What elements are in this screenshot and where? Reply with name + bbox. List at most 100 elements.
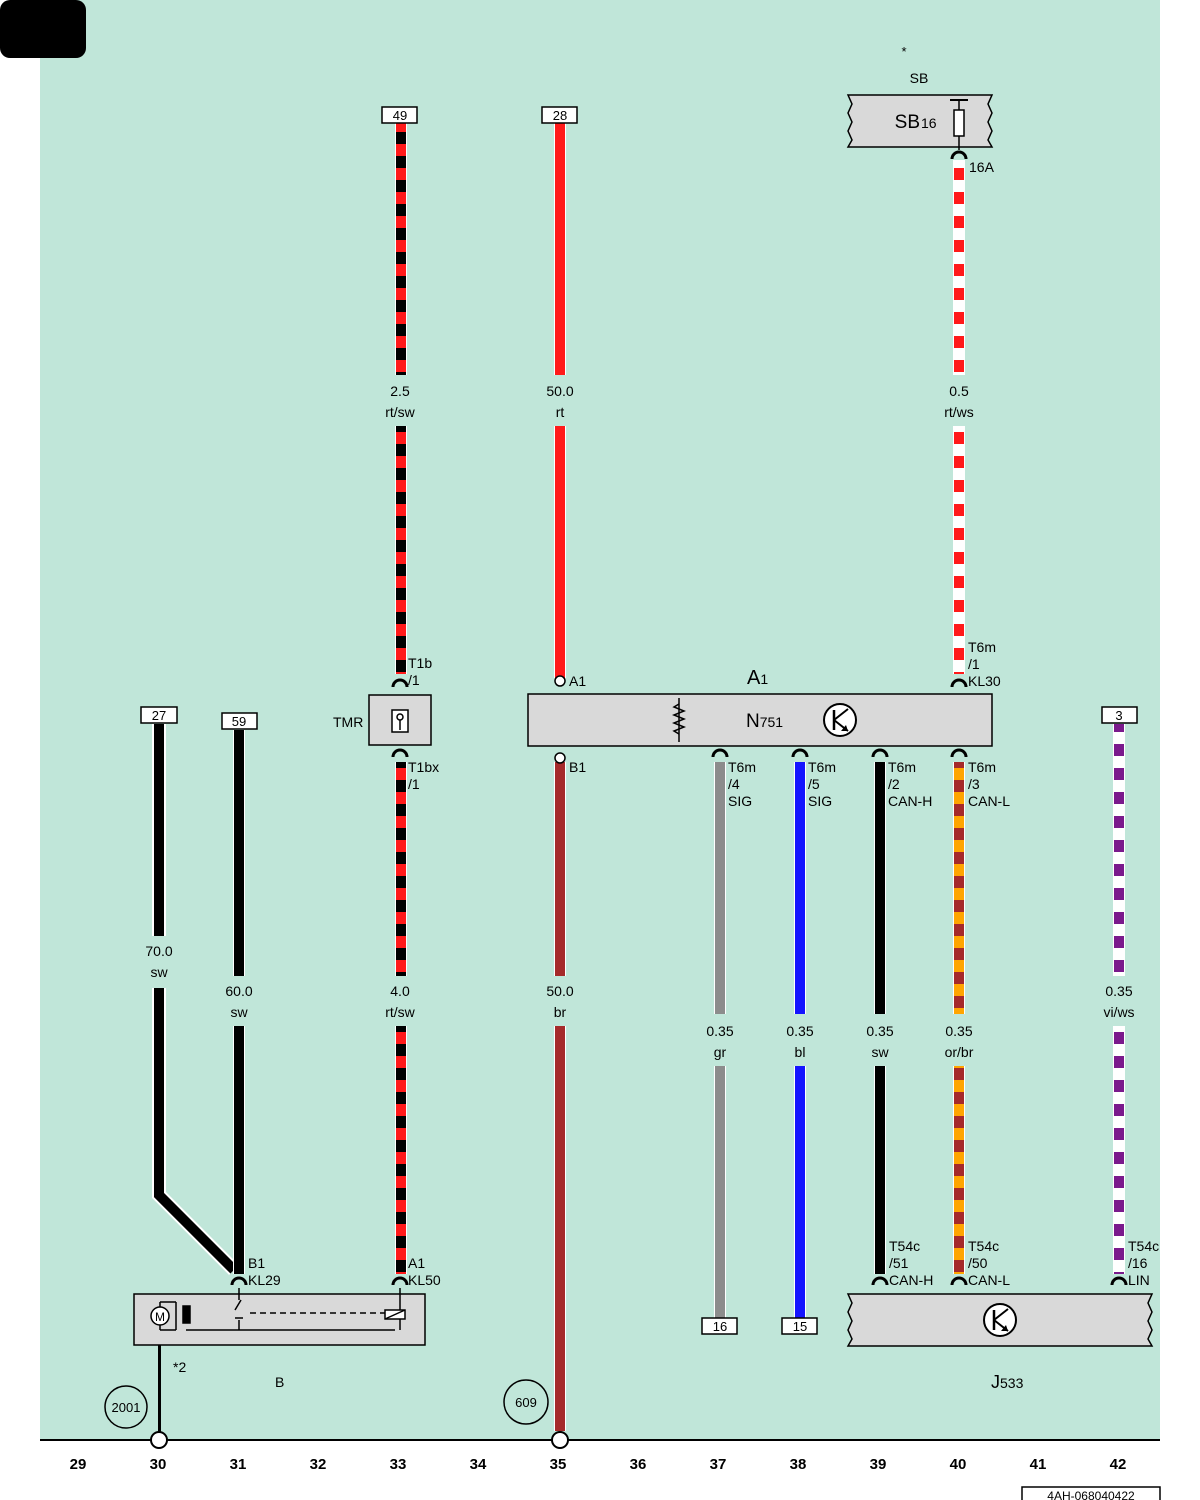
column-number: 37 — [710, 1456, 727, 1473]
wire-can-h-size: 0.35 — [866, 1023, 893, 1039]
motor-icon: M — [150, 1306, 170, 1326]
ref-box-15-label: 15 — [793, 1319, 807, 1334]
battery-a1[interactable]: A1 N751 — [527, 667, 993, 747]
wire-28-size: 50.0 — [546, 383, 573, 399]
connector-canh-j533 — [871, 1276, 889, 1286]
wire-37-size: 0.35 — [706, 1023, 733, 1039]
canl-a1-line3: CAN-L — [968, 793, 1010, 809]
canh-a1-line3: CAN-H — [888, 793, 932, 809]
connector-canl-j533 — [950, 1276, 968, 1286]
transistor-icon — [823, 703, 857, 737]
ref-box-28-label: 28 — [553, 108, 567, 123]
ref-box-27-label: 27 — [152, 708, 166, 723]
wire-tmr-b — [395, 762, 407, 1274]
kl30-line1: T6m — [968, 639, 996, 655]
column-number: 32 — [310, 1456, 327, 1473]
sig4-line2: /4 — [728, 776, 740, 792]
a1-pin-b1: B1 — [569, 759, 586, 775]
ref-box-28[interactable] — [541, 106, 578, 124]
wire-28 — [554, 123, 566, 678]
ref-box-27[interactable] — [140, 706, 178, 724]
canh-a1-line2: /2 — [888, 776, 900, 792]
ref-box-3[interactable] — [1101, 706, 1138, 724]
tmr-component[interactable]: TMR — [333, 694, 432, 746]
sig5-line2: /5 — [808, 776, 820, 792]
connector-kl29 — [230, 1276, 248, 1286]
connector-sig5 — [791, 748, 809, 758]
wire-can-l-size: 0.35 — [945, 1023, 972, 1039]
kl29-line1: B1 — [248, 1255, 265, 1271]
a1-name: A — [747, 667, 761, 689]
kl50-line1: A1 — [408, 1255, 425, 1271]
terminal-a1 — [554, 675, 566, 687]
connector-kl50 — [391, 1276, 409, 1286]
ground-terminal-30 — [150, 1431, 168, 1449]
wire-37 — [714, 762, 726, 1318]
canh-j533-line1: T54c — [889, 1238, 920, 1254]
sb-star: * — [901, 44, 906, 59]
wire-49-size: 2.5 — [390, 383, 410, 399]
wire-sb16 — [953, 160, 965, 674]
resistor-icon — [671, 698, 687, 742]
wire-can-h-color: sw — [871, 1044, 889, 1060]
lin-j533-line1: T54c — [1128, 1238, 1159, 1254]
wire-28-color: rt — [556, 404, 565, 420]
wire-can-l-color: or/br — [945, 1044, 974, 1060]
connector-kl30 — [950, 678, 968, 688]
b-label: B — [275, 1374, 284, 1390]
wire-37-color: gr — [714, 1044, 727, 1060]
svg-text:N751: N751 — [746, 711, 783, 732]
wire-lin — [1113, 724, 1125, 1274]
a1-sub: 1 — [760, 671, 768, 687]
ground-point-2001-label: 2001 — [112, 1400, 141, 1415]
starter-b[interactable]: M B *2 — [133, 1288, 426, 1390]
ref-box-15[interactable] — [781, 1317, 818, 1335]
t1b-pin-num: /1 — [408, 672, 420, 688]
ref-box-16[interactable] — [701, 1317, 738, 1335]
wire-49 — [395, 123, 407, 674]
wire-ground-609 — [554, 762, 566, 1431]
wire-lin-size: 0.35 — [1105, 983, 1132, 999]
b-note: *2 — [173, 1359, 186, 1375]
wire-59-size: 60.0 — [225, 983, 252, 999]
wire-59 — [233, 730, 245, 1274]
wire-ground-609-color: br — [554, 1004, 567, 1020]
connector-t1bx — [391, 748, 409, 758]
doc-reference-box — [1021, 1486, 1161, 1500]
ref-box-49[interactable] — [381, 106, 418, 124]
canl-j533-line2: /50 — [968, 1255, 988, 1271]
kl50-line2: KL50 — [408, 1272, 441, 1288]
t1bx-pin-name: T1bx — [408, 759, 439, 775]
connector-canh-a1 — [871, 748, 889, 758]
ground-point-609-label: 609 — [515, 1395, 537, 1410]
wire-59-color: sw — [230, 1004, 248, 1020]
sb-title: SB — [910, 70, 929, 86]
transistor-icon — [983, 1303, 1017, 1337]
n751-name: N — [746, 711, 760, 732]
sb-pin: 16A — [969, 159, 995, 175]
j533-name: J — [991, 1372, 1000, 1392]
wire-38-color: bl — [795, 1044, 806, 1060]
ref-box-16-label: 16 — [713, 1319, 727, 1334]
ground-point-609[interactable] — [503, 1379, 549, 1425]
j533-sub: 533 — [1000, 1375, 1024, 1391]
wire-tmr-b-size: 4.0 — [390, 983, 410, 999]
column-number: 29 — [70, 1456, 87, 1473]
kl30-line3: KL30 — [968, 673, 1001, 689]
canl-j533-line3: CAN-L — [968, 1272, 1010, 1288]
n751-sub: 751 — [760, 714, 784, 730]
t1b-pin-name: T1b — [408, 655, 432, 671]
fuse-holder-sb[interactable]: * SB SB 16 16A — [846, 44, 995, 175]
column-number: 34 — [470, 1456, 487, 1473]
tmr-label: TMR — [333, 714, 363, 730]
gateway-j533[interactable]: J533 — [846, 1293, 1154, 1392]
lin-j533-line2: /16 — [1128, 1255, 1148, 1271]
ref-box-59[interactable] — [221, 712, 258, 730]
a1-pin-a1: A1 — [569, 673, 586, 689]
wire-ground-2001 — [158, 1330, 161, 1434]
kl30-line2: /1 — [968, 656, 980, 672]
column-number: 33 — [390, 1456, 407, 1473]
ground-point-2001[interactable] — [104, 1385, 148, 1429]
svg-text:SB: SB — [895, 112, 920, 133]
column-number: 38 — [790, 1456, 807, 1473]
